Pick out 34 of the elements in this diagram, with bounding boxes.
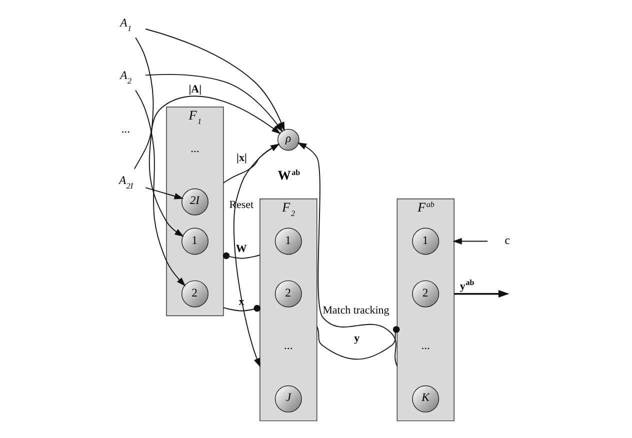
label: ... bbox=[420, 339, 430, 352]
node-text: A$_{2I}$ bbox=[118, 174, 133, 191]
node-circle: 2 bbox=[412, 280, 439, 308]
arrow bbox=[134, 90, 186, 286]
label: ... bbox=[120, 122, 130, 136]
node-circle: 1 bbox=[412, 228, 439, 255]
edge-label: W bbox=[235, 243, 246, 256]
connector bbox=[316, 326, 400, 360]
node-circle: K bbox=[412, 385, 439, 412]
edge-label: y$^{ab}$ bbox=[459, 278, 474, 292]
arrow bbox=[452, 238, 488, 244]
edge-label: Match tracking bbox=[322, 304, 389, 317]
node-circle: J bbox=[274, 385, 302, 412]
arrow bbox=[144, 74, 282, 132]
edge-label: |A| bbox=[188, 83, 201, 96]
node-circle: 2I bbox=[180, 188, 208, 216]
label: ... bbox=[284, 339, 292, 352]
node-circle: 2 bbox=[274, 280, 302, 308]
node-text: A$_{2}$ bbox=[120, 69, 131, 86]
arrow bbox=[134, 37, 184, 237]
node-text: c bbox=[504, 234, 510, 248]
connector bbox=[222, 252, 260, 260]
node-circle: ρ bbox=[276, 128, 299, 151]
edge-label: |x| bbox=[236, 152, 246, 164]
connector bbox=[222, 304, 260, 312]
label: W$^{ab}$ bbox=[277, 168, 300, 183]
arrow bbox=[144, 187, 184, 200]
edge-label: y bbox=[354, 332, 360, 344]
node-circle: 2 bbox=[180, 280, 208, 308]
node-circle: 1 bbox=[274, 228, 302, 255]
node-circle: 1 bbox=[180, 228, 208, 255]
arrow bbox=[296, 142, 398, 367]
node-text: A$_{1}$ bbox=[120, 16, 131, 34]
label: ... bbox=[190, 142, 199, 156]
